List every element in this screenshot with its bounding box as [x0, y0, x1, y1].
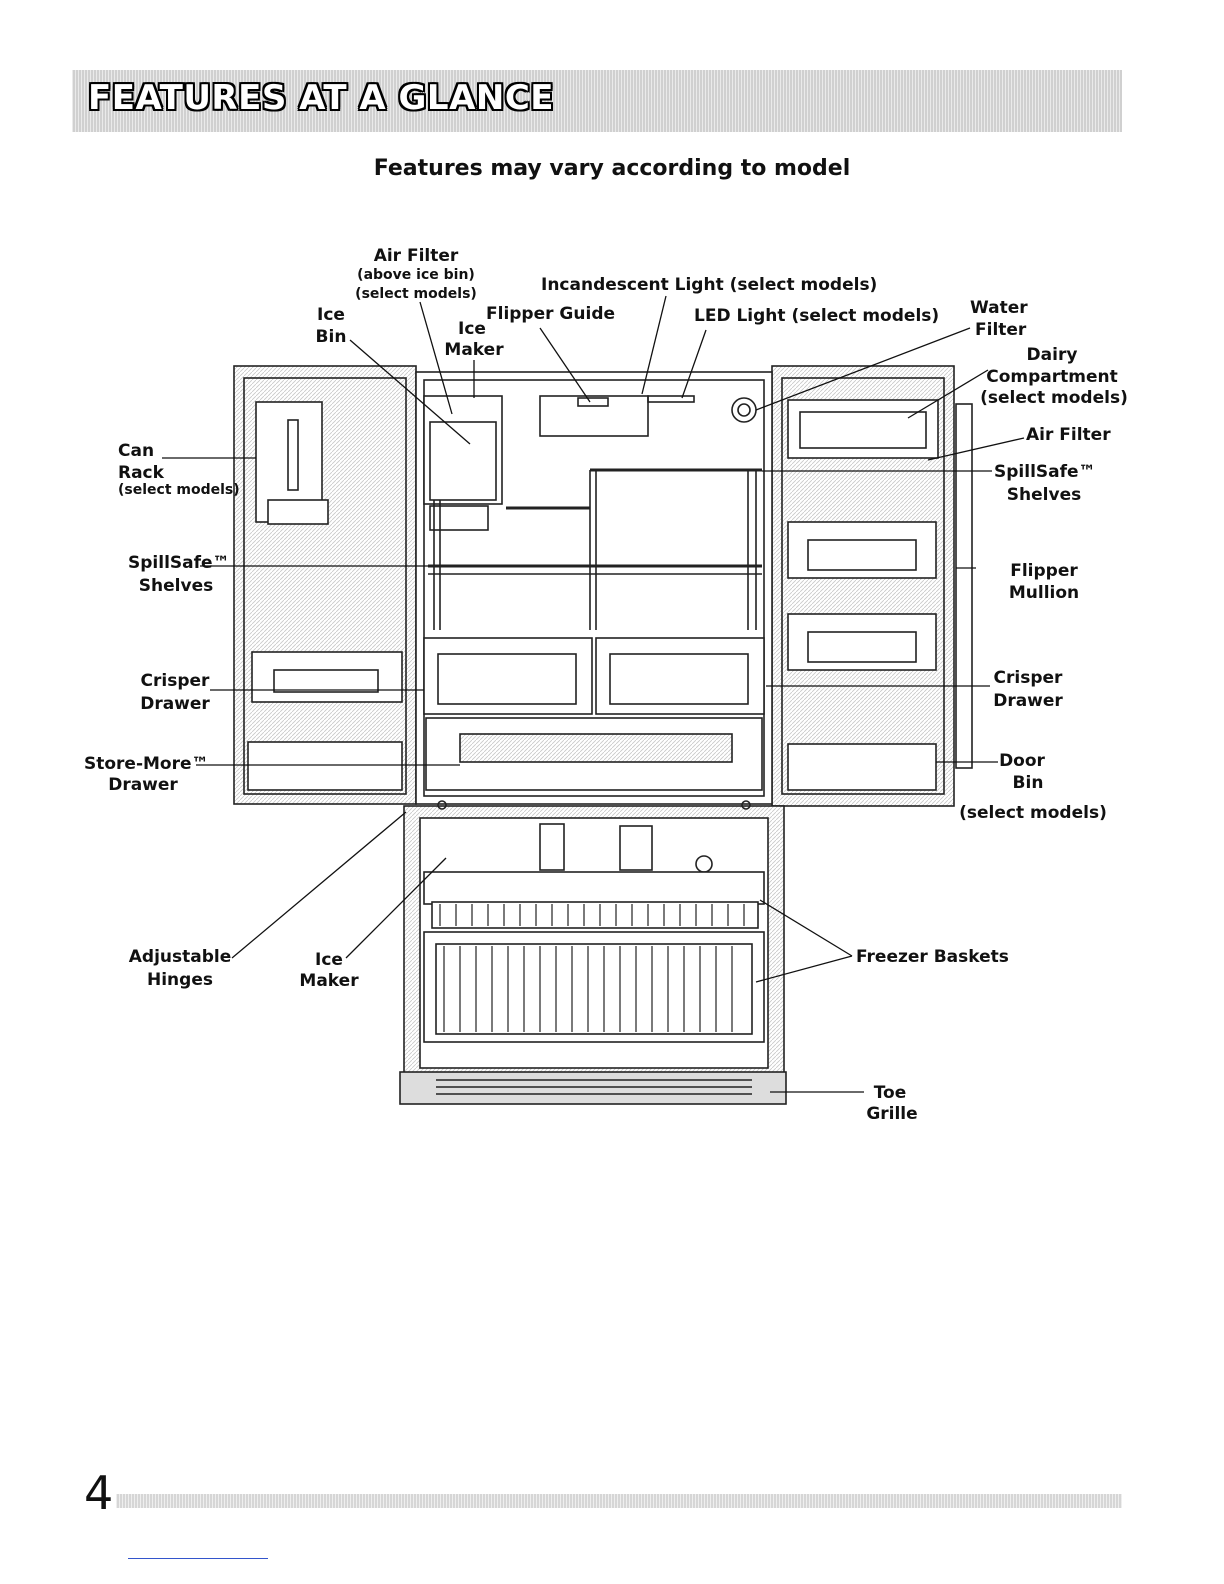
- label-adjustable-1: Adjustable: [129, 947, 232, 967]
- freezer-basket-upper: [423, 871, 765, 905]
- label-ice-bin-2: Bin: [316, 327, 347, 347]
- right-door-bin-2: [787, 613, 937, 671]
- label-above-ice-bin: (above ice bin): [357, 267, 475, 283]
- crisper-drawer-left: [423, 637, 593, 715]
- label-ice-maker-1: Ice: [458, 319, 486, 339]
- label-dairy-3: (select models): [980, 388, 1128, 408]
- toe-grille-shape: [399, 1071, 787, 1105]
- label-crisper-right-1: Crisper: [994, 668, 1064, 688]
- label-can-rack-3: (select models): [118, 482, 240, 498]
- footer-link-underline: [128, 1558, 268, 1559]
- page-title: FEATURES AT A GLANCE: [88, 78, 555, 118]
- crisper-drawer-right: [595, 637, 765, 715]
- label-dairy-1: Dairy: [1027, 345, 1078, 365]
- water-filter-shape: [731, 397, 757, 423]
- label-water-filter-2: Filter: [975, 320, 1027, 340]
- label-adjustable-2: Hinges: [147, 970, 213, 990]
- label-ice-bin-1: Ice: [317, 305, 345, 325]
- label-water-filter-1: Water: [970, 298, 1028, 318]
- label-freezer-ice-2: Maker: [299, 971, 359, 991]
- label-crisper-right-2: Drawer: [993, 691, 1063, 711]
- label-toe-1: Toe: [874, 1083, 907, 1103]
- label-shelves-right: Shelves: [1007, 485, 1081, 505]
- page-number: 4: [84, 1466, 114, 1520]
- dairy-compartment-shape: [787, 399, 939, 459]
- subtitle: Features may vary according to model: [373, 156, 851, 181]
- label-door-bin-3: (select models): [959, 803, 1107, 823]
- header-band: FEATURES AT A GLANCE: [72, 70, 1122, 132]
- label-toe-2: Grille: [866, 1104, 917, 1124]
- label-shelves-left: Shelves: [139, 576, 213, 596]
- freezer-basket-lower: [423, 931, 765, 1043]
- label-ice-maker-2: Maker: [444, 340, 504, 360]
- flipper-guide-shape: [539, 395, 649, 437]
- label-door-bin-1: Door: [999, 751, 1045, 771]
- label-select-models-air: (select models): [355, 286, 477, 302]
- label-store-more-1: Store-More™: [84, 754, 209, 774]
- label-door-bin-2: Bin: [1013, 773, 1044, 793]
- label-flipper-guide: Flipper Guide: [486, 304, 615, 324]
- basket-wires: [439, 904, 745, 1032]
- right-door-bin-3: [787, 743, 937, 791]
- label-spillsafe-right: SpillSafe™: [994, 462, 1096, 482]
- left-door-bin: [247, 741, 403, 791]
- label-flipper-mullion-2: Mullion: [1009, 583, 1079, 603]
- label-freezer-ice-1: Ice: [315, 950, 343, 970]
- label-can-rack-2: Rack: [118, 463, 165, 483]
- flipper-mullion-shape: [955, 403, 973, 769]
- leader-lines: [162, 295, 1025, 1093]
- label-can-rack-1: Can: [118, 441, 154, 461]
- label-crisper-left-1: Crisper: [141, 671, 211, 691]
- right-door-bin-1: [787, 521, 937, 579]
- label-air-filter-right: Air Filter: [1026, 425, 1111, 445]
- label-crisper-left-2: Drawer: [140, 694, 210, 714]
- label-store-more-2: Drawer: [108, 775, 178, 795]
- callout-labels: Air Filter (above ice bin) (select model…: [84, 246, 1128, 1124]
- label-flipper-mullion-1: Flipper: [1010, 561, 1078, 581]
- label-dairy-2: Compartment: [986, 367, 1118, 387]
- fridge-drawing: [233, 365, 973, 1105]
- label-air-filter-top: Air Filter: [374, 246, 459, 266]
- label-led-light: LED Light (select models): [694, 306, 939, 326]
- left-crisper-bin: [251, 651, 403, 703]
- label-freezer-baskets: Freezer Baskets: [856, 947, 1009, 967]
- label-spillsafe-left: SpillSafe™: [128, 553, 230, 573]
- label-incandescent-light: Incandescent Light (select models): [541, 275, 877, 295]
- ice-maker-shape: [423, 395, 503, 505]
- footer-band: [116, 1494, 1122, 1508]
